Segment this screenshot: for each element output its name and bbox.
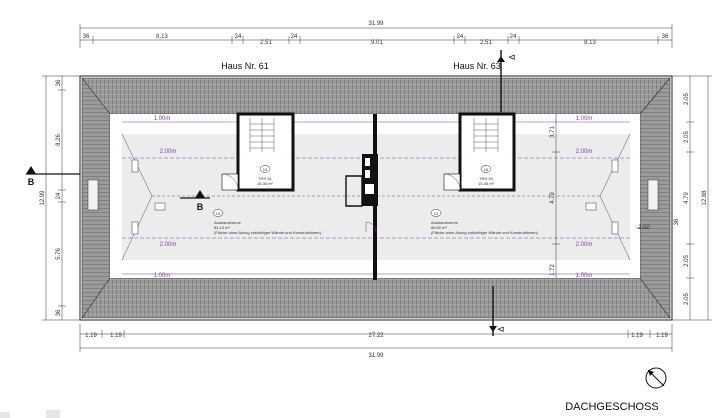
attic-right-label: 13 Ausbaureserve 86.60 m² (Fläche ohne A… xyxy=(430,209,539,235)
section-arrow-top-icon: ⊲ xyxy=(508,52,516,62)
top-dim-4: 2.51 xyxy=(260,40,272,46)
attic-left-label: 14 Ausbaureserve 84.13 m² (Fläche ohne A… xyxy=(212,209,322,235)
ridge-label-tl: 2.00m xyxy=(160,149,177,155)
bottom-dim-5: 1.19 xyxy=(656,333,668,339)
left-dim-1: 36 xyxy=(56,79,62,86)
top-dim-11: 36 xyxy=(662,34,669,40)
left-dim-2: 8.26 xyxy=(56,134,62,146)
right-total-dimension: 12.88 xyxy=(702,190,708,206)
eave-label-tr: 1.00m xyxy=(576,116,593,122)
ridge-label-bl: 2.00m xyxy=(160,242,177,248)
bottom-dim-1: 1.19 xyxy=(85,333,97,339)
top-dim-5: 24 xyxy=(291,34,298,40)
right-dimension-chain: 12.88 2.05 2.05 4.79 2.05 2.05 36 xyxy=(672,75,712,321)
ridge-label-tr: 2.00m xyxy=(576,149,593,155)
interior-dim-middle: 4.79 xyxy=(550,192,556,204)
attic-left-note: (Fläche ohne Abzug zukünftiger Wände und… xyxy=(214,230,322,235)
interior-dim-bottom: 1.72 xyxy=(550,264,556,276)
bottom-dim-2: 1.19 xyxy=(110,333,122,339)
eave-label-br: 1.00m xyxy=(576,273,593,279)
stair-left-label: TRH 61 xyxy=(258,176,273,181)
attic-right-name: Ausbaureserve xyxy=(431,220,459,225)
bottom-dim-3: 27.22 xyxy=(368,333,384,339)
left-dim-3: 24 xyxy=(56,192,62,199)
roof-windows xyxy=(87,159,659,235)
stair-left-number: 15 xyxy=(263,167,268,172)
attic-right-area: 86.60 m² xyxy=(431,225,447,230)
section-arrow-bottom-icon: ⊲ xyxy=(497,324,505,334)
top-dim-7: 24 xyxy=(457,34,464,40)
stairwell-right xyxy=(443,112,516,192)
eave-label-tl: 1.00m xyxy=(154,116,171,122)
chimney xyxy=(345,154,378,207)
interior-dimension xyxy=(552,114,648,278)
section-label-right: B xyxy=(197,202,204,212)
bottom-dim-4: 1.19 xyxy=(631,333,643,339)
interior-dim-small: 2.02 xyxy=(638,225,650,231)
stair-right-area: 15.36 m² xyxy=(478,181,494,186)
section-triangle-right-icon xyxy=(195,190,205,198)
right-dim-5: 2.05 xyxy=(684,293,690,305)
top-dim-3: 24 xyxy=(235,34,242,40)
top-total-dimension: 31.99 xyxy=(368,21,384,27)
top-dim-6: 9.01 xyxy=(371,40,383,46)
section-triangle-left-icon xyxy=(26,166,36,174)
bottom-dimension-chain: 1.19 1.19 27.22 1.19 1.19 31.99 xyxy=(79,324,673,359)
north-arrow-icon xyxy=(645,367,667,389)
top-dim-9: 24 xyxy=(510,34,517,40)
interior-dim-left: 3.71 xyxy=(550,126,556,138)
section-label-left: B xyxy=(28,177,35,187)
stair-right-label: TRH 63 xyxy=(479,176,494,181)
stair-left-area: 15.36 m² xyxy=(257,181,273,186)
section-line-b xyxy=(26,166,210,199)
left-dim-5: 36 xyxy=(56,309,62,316)
roof-slope-bottom xyxy=(81,277,671,319)
right-dim-4: 2.05 xyxy=(684,255,690,267)
stair-right-number: 16 xyxy=(484,167,489,172)
attic-left-area: 84.13 m² xyxy=(214,225,230,230)
left-total-dimension: 12.99 xyxy=(40,190,46,206)
attic-right-note: (Fläche ohne Abzug zukünftiger Wände und… xyxy=(431,230,539,235)
house-label-left: Haus Nr. 61 xyxy=(221,61,269,71)
top-dim-8: 2.51 xyxy=(480,40,492,46)
attic-left-name: Ausbaureserve xyxy=(214,220,242,225)
drawing-title: DACHGESCHOSS xyxy=(565,401,659,413)
house-label-right: Haus Nr. 63 xyxy=(453,61,501,71)
right-dim-2: 2.05 xyxy=(684,131,690,143)
stairwell-left xyxy=(221,112,295,192)
right-dim-3: 4.79 xyxy=(684,192,690,204)
ridge-label-br: 2.00m xyxy=(576,242,593,248)
right-inner-dim: 36 xyxy=(674,218,680,225)
top-dim-10: 8.13 xyxy=(584,40,596,46)
left-dimension-chain: 12.99 36 8.26 24 5.76 36 xyxy=(40,75,80,321)
attic-left-number: 14 xyxy=(216,211,221,216)
eave-label-bl: 1.00m xyxy=(154,273,171,279)
bottom-total-dimension: 31.99 xyxy=(368,353,384,359)
attic-right-number: 13 xyxy=(434,211,439,216)
section-line-vertical: ⊲ ⊲ xyxy=(489,50,516,336)
roof-slope-top xyxy=(81,77,671,115)
top-dim-1: 36 xyxy=(83,34,90,40)
top-dim-2: 8.13 xyxy=(156,34,168,40)
top-dimension-chain: 31.99 36 8.13 24 2.51 24 9.01 24 2.51 24… xyxy=(79,21,673,48)
right-dim-1: 2.05 xyxy=(684,93,690,105)
left-dim-4: 5.76 xyxy=(56,248,62,260)
